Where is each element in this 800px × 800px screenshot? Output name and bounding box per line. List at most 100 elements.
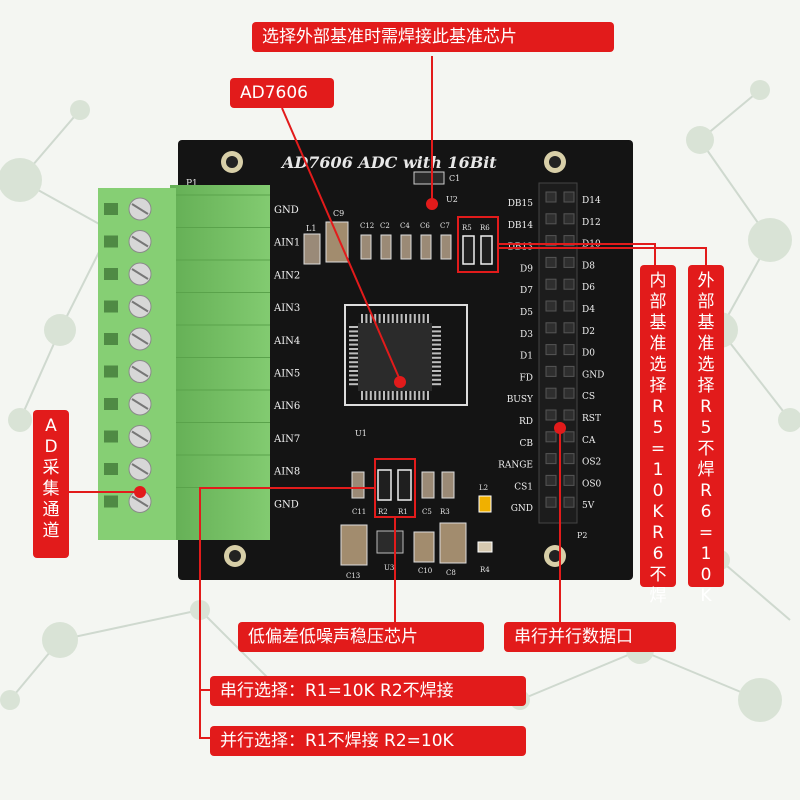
ic-footprint-outline bbox=[344, 304, 468, 406]
part-label: U3 bbox=[384, 564, 394, 572]
smd-capacitor bbox=[360, 234, 372, 260]
header-pin bbox=[545, 191, 557, 203]
header-pin bbox=[563, 431, 575, 443]
pin-label-right: D8 bbox=[582, 261, 595, 271]
callout-text: AD7606 bbox=[240, 83, 308, 103]
pin-label-right: CA bbox=[582, 436, 596, 446]
terminal-slot bbox=[104, 495, 118, 508]
terminal-slot bbox=[104, 235, 118, 248]
l1-label: L1 bbox=[306, 224, 316, 233]
callout-text: 并行选择：R1不焊接 R2=10K bbox=[220, 731, 454, 751]
callout-text: 内部基准选择 R5=10K R6不焊 bbox=[649, 271, 667, 606]
part-label: R4 bbox=[480, 566, 490, 574]
pin-label-left: D5 bbox=[520, 308, 533, 318]
c9-label: C9 bbox=[333, 209, 344, 218]
pin-label-left: DB15 bbox=[508, 199, 534, 209]
callout-serial-select: 串行选择：R1=10K R2不焊接 bbox=[210, 676, 526, 706]
callout-external-reference-select: 外部基准选择 R5不焊 R6=10K bbox=[688, 265, 724, 606]
cap-label: C2 bbox=[380, 222, 390, 230]
header-pin bbox=[545, 300, 557, 312]
pin-label-left: RANGE bbox=[498, 461, 533, 471]
pin-label-right: CS bbox=[582, 392, 595, 402]
header-pin bbox=[545, 213, 557, 225]
pin-label-right: OS2 bbox=[582, 458, 601, 468]
ain-label: GND bbox=[274, 499, 299, 510]
callout-ad7606: AD7606 bbox=[230, 78, 334, 108]
header-pin bbox=[545, 496, 557, 508]
smd-capacitor bbox=[351, 471, 365, 499]
terminal-slot bbox=[104, 300, 118, 313]
cap-label: R3 bbox=[440, 508, 450, 516]
callout-text: AD采集通道 bbox=[42, 416, 60, 541]
pin-label-left: CB bbox=[520, 439, 534, 449]
header-pin bbox=[545, 344, 557, 356]
header-pin bbox=[563, 278, 575, 290]
header-pin bbox=[563, 213, 575, 225]
l1-inductor bbox=[303, 233, 321, 265]
board-title: AD7606 ADC with 16Bit bbox=[280, 153, 497, 172]
ldo-chip bbox=[376, 530, 404, 554]
ain-label: AIN7 bbox=[273, 434, 300, 445]
cap-label: C6 bbox=[420, 222, 430, 230]
header-pin bbox=[545, 256, 557, 268]
c13-capacitor bbox=[340, 524, 368, 566]
pin-label-left: D3 bbox=[520, 330, 533, 340]
part-label: C10 bbox=[418, 567, 432, 575]
terminal-slot bbox=[104, 463, 118, 475]
callout-text: 串行并行数据口 bbox=[514, 627, 633, 647]
callout-text: 选择外部基准时需焊接此基准芯片 bbox=[262, 27, 517, 47]
pin-label-right: D4 bbox=[582, 305, 595, 315]
cap-label: C11 bbox=[352, 508, 366, 516]
smd-capacitor bbox=[380, 234, 392, 260]
pin-label-right: D6 bbox=[582, 283, 595, 293]
pin-label-left: FD bbox=[520, 373, 533, 383]
c9-capacitor bbox=[325, 221, 349, 263]
u1-label: U1 bbox=[355, 429, 367, 438]
pin-label-right: D14 bbox=[582, 196, 601, 206]
cap-label: C5 bbox=[422, 508, 432, 516]
header-pin bbox=[563, 322, 575, 334]
pin-label-left: BUSY bbox=[507, 395, 534, 405]
pin-label-left: DB14 bbox=[508, 221, 534, 231]
smd-capacitor bbox=[400, 234, 412, 260]
resistor-pad bbox=[462, 235, 475, 265]
ain-label: AIN6 bbox=[273, 401, 300, 412]
terminal-slot bbox=[104, 398, 118, 410]
ain-label: AIN4 bbox=[273, 336, 300, 347]
callout-text: 低偏差低噪声稳压芯片 bbox=[248, 627, 418, 647]
ain-label: GND bbox=[274, 205, 299, 216]
header-pin bbox=[545, 387, 557, 399]
p2-label: P2 bbox=[577, 531, 587, 540]
callout-ldo: 低偏差低噪声稳压芯片 bbox=[238, 622, 484, 652]
ain-label: AIN2 bbox=[273, 270, 300, 281]
pin-label-left: GND bbox=[511, 504, 533, 514]
c1-label: C1 bbox=[449, 174, 460, 183]
pin-label-right: D12 bbox=[582, 218, 601, 228]
part-label: L2 bbox=[479, 484, 488, 492]
ain-label: AIN8 bbox=[273, 467, 300, 478]
terminal-slot bbox=[104, 203, 118, 215]
cap-label: C7 bbox=[440, 222, 450, 230]
header-pin bbox=[545, 474, 557, 486]
pin-label-right: RST bbox=[582, 414, 601, 424]
header-pin bbox=[545, 278, 557, 290]
u2-chip bbox=[413, 171, 445, 185]
resistor-label: R1 bbox=[398, 508, 408, 516]
header-pin bbox=[563, 344, 575, 356]
resistor-label: R6 bbox=[480, 224, 490, 232]
header-pin bbox=[545, 431, 557, 443]
c10-capacitor bbox=[413, 531, 435, 563]
header-pin bbox=[563, 387, 575, 399]
resistor-pad bbox=[397, 469, 412, 501]
pin-label-right: OS0 bbox=[582, 479, 602, 489]
smd-capacitor bbox=[441, 471, 455, 499]
resistor-pad bbox=[480, 235, 493, 265]
header-pin bbox=[545, 409, 557, 421]
part-label: C8 bbox=[446, 569, 456, 577]
callout-ad-channel: AD采集通道 bbox=[33, 410, 69, 558]
ain-label: AIN5 bbox=[273, 369, 300, 380]
header-pin bbox=[563, 496, 575, 508]
